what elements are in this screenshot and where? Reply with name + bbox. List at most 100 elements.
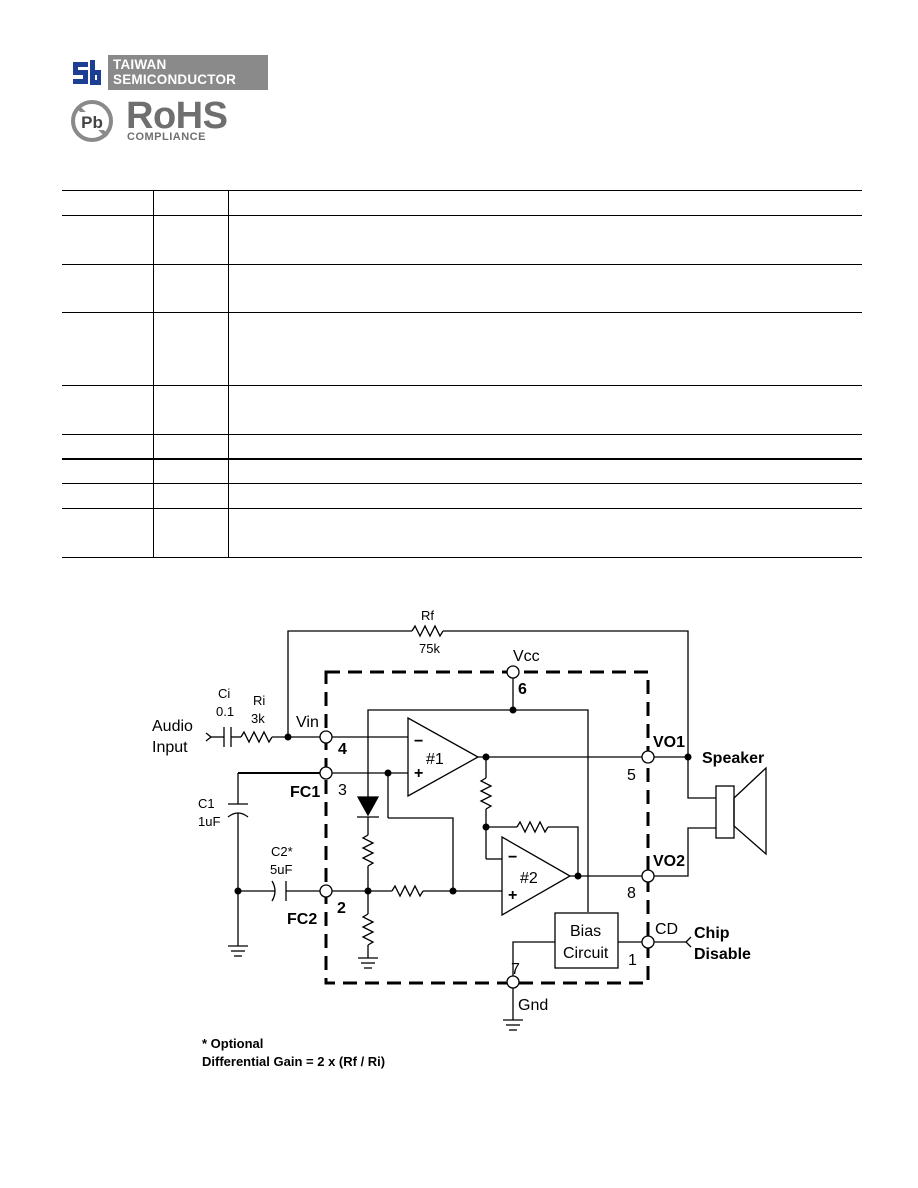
speaker-icon xyxy=(733,766,767,856)
opamp-1 xyxy=(407,716,480,798)
optional-note: * Optional xyxy=(202,1036,264,1051)
fc2-label: FC2 xyxy=(287,911,317,928)
pin-3-label: 3 xyxy=(338,782,347,799)
pin-1-terminal xyxy=(641,935,655,949)
audio-input-label-1: Audio xyxy=(152,718,193,735)
opamp-2 xyxy=(501,835,572,917)
ci-name: Ci xyxy=(218,686,230,701)
chip-disable-label-1: Chip xyxy=(694,925,730,942)
pin-description-table xyxy=(62,190,862,558)
junction-dot xyxy=(509,706,517,714)
junction-dot xyxy=(482,823,490,831)
pin-5-label: 5 xyxy=(627,767,636,784)
ci-value: 0.1 xyxy=(216,704,234,719)
bias-circuit-label-1: Bias xyxy=(570,923,601,940)
pin-4-terminal xyxy=(319,730,333,744)
rf-resistor xyxy=(411,624,444,638)
gnd-wire xyxy=(512,941,555,976)
bias-circuit-box xyxy=(554,912,619,969)
table-rule xyxy=(62,312,862,313)
pin-7-terminal xyxy=(506,975,520,989)
vo1-label: VO1 xyxy=(653,734,685,751)
chip-disable-arrow xyxy=(685,936,692,948)
inverter-feedback-wire xyxy=(548,826,579,876)
c2-name: C2* xyxy=(271,844,293,859)
rohs-logo-text: RoHS xyxy=(126,95,228,137)
bias-circuit-label-2: Circuit xyxy=(563,945,609,962)
pin-4-label: 4 xyxy=(338,741,347,758)
fc1-label: FC1 xyxy=(290,784,320,801)
diode xyxy=(356,796,380,817)
audio-input-label-2: Input xyxy=(152,739,188,756)
opamp-1-minus: − xyxy=(414,733,423,750)
opamp-2-minus: − xyxy=(508,849,517,866)
cd-label: CD xyxy=(655,921,678,938)
c1-value: 1uF xyxy=(198,814,220,829)
opamp-1-label: #1 xyxy=(426,751,444,768)
speaker-icon xyxy=(715,785,735,839)
junction-dot xyxy=(482,753,490,761)
input-arrow xyxy=(205,732,213,742)
opamp-1-plus: + xyxy=(414,765,423,782)
table-rule xyxy=(62,483,862,484)
pin-2-terminal xyxy=(319,884,333,898)
ic-boundary xyxy=(324,670,650,985)
gain-formula-note: Differential Gain = 2 x (Rf / Ri) xyxy=(202,1054,386,1069)
speaker-label: Speaker xyxy=(702,750,764,767)
table-rule xyxy=(62,190,862,191)
table-column-divider xyxy=(153,190,154,558)
fc2-resistor xyxy=(391,884,424,898)
pb-badge-text: Pb xyxy=(81,113,103,132)
pin-2-label: 2 xyxy=(337,900,346,917)
rf-name: Rf xyxy=(421,610,434,623)
pin-6-label: 6 xyxy=(518,681,527,698)
table-rule xyxy=(62,434,862,435)
vcc-label: Vcc xyxy=(513,648,540,665)
table-rule xyxy=(62,458,862,460)
junction-dot xyxy=(284,733,292,741)
pb-free-icon: Pb xyxy=(70,99,120,143)
gnd-label: Gnd xyxy=(518,997,548,1014)
compliance-text: COMPLIANCE xyxy=(127,131,206,143)
table-rule xyxy=(62,508,862,509)
chip-disable-label-2: Disable xyxy=(694,946,751,963)
inverter-feedback-resistor xyxy=(516,820,549,834)
table-rule xyxy=(62,264,862,265)
company-line1: TAIWAN xyxy=(113,57,167,72)
junction-dot xyxy=(234,887,242,895)
company-line2: SEMICONDUCTOR xyxy=(113,72,237,87)
opamp-2-label: #2 xyxy=(520,870,538,887)
pin-1-label: 1 xyxy=(628,952,637,969)
c1-name: C1 xyxy=(198,796,215,811)
divider-resistor-top xyxy=(361,834,375,867)
ts-logo-icon xyxy=(70,56,104,90)
table-column-divider xyxy=(228,190,229,558)
pin-5-terminal xyxy=(641,750,655,764)
application-circuit-schematic: Rf 75k Vcc Ci 0.1 Ri 3k Vin Audio Input … xyxy=(152,610,767,1031)
vcc-rail xyxy=(367,709,589,912)
feedback-wire xyxy=(443,630,689,757)
table-rule xyxy=(62,557,862,558)
junction-dot xyxy=(364,887,372,895)
ri-name: Ri xyxy=(253,693,265,708)
pin-7-label: 7 xyxy=(511,961,520,978)
pin-8-label: 8 xyxy=(627,885,636,902)
feedback-wire xyxy=(287,630,412,737)
vo2-label: VO2 xyxy=(653,853,685,870)
junction-dot xyxy=(574,872,582,880)
pin-3-terminal xyxy=(319,766,333,780)
junction-dot xyxy=(684,753,692,761)
pin-6-terminal xyxy=(506,665,520,679)
rf-value: 75k xyxy=(419,641,440,656)
opamp-2-plus: + xyxy=(508,887,517,904)
diode-bias-wire xyxy=(388,817,454,891)
divider-resistor-bottom xyxy=(361,913,375,946)
pin-8-terminal xyxy=(641,869,655,883)
table-rule xyxy=(62,385,862,386)
speaker-wire xyxy=(654,756,716,799)
inverter-input-resistor xyxy=(479,777,493,810)
ri-value: 3k xyxy=(251,711,265,726)
ri-resistor xyxy=(240,730,273,744)
c2-value: 5uF xyxy=(270,862,292,877)
table-rule xyxy=(62,215,862,216)
